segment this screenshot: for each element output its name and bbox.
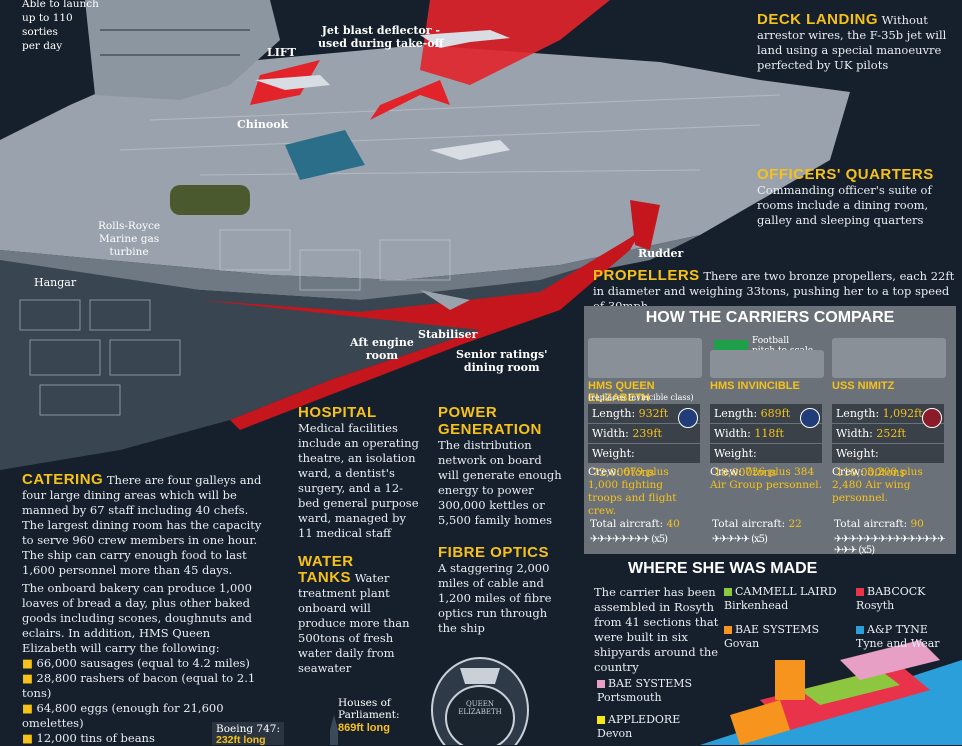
stabiliser-label: Stabiliser (418, 328, 478, 341)
length-cell: Length: 932ft (588, 404, 700, 423)
weight-cell: Weight: 72,000tons (588, 444, 700, 479)
compare-col-invincible: HMS INVINCIBLE Length: 689ft Width: 118f… (708, 338, 826, 552)
catering-item: ■ 28,800 rashers of bacon (equal to 2.1 … (22, 671, 256, 700)
us-flag-icon (922, 408, 942, 428)
weight-cell: Weight: 18,000tons (710, 444, 822, 479)
water-heading: WATER TANKS (298, 553, 354, 586)
made-text: The carrier has been assembled in Rosyth… (594, 585, 719, 674)
aircraft-count: Total aircraft: 90 (834, 518, 924, 530)
fibre-block: FIBRE OPTICS A staggering 2,000 miles of… (438, 544, 563, 636)
sorties-line-3: sorties (22, 26, 58, 38)
sorties-line-4: per day (22, 40, 63, 52)
length-cell: Length: 689ft (710, 404, 822, 423)
crest-text: QUEEN ELIZABETH (458, 700, 502, 716)
power-heading: POWER GENERATION (438, 404, 542, 438)
aircraft-count: Total aircraft: 40 (590, 518, 680, 530)
width-cell: Width: 118ft (710, 424, 822, 443)
power-text: The distribution network on board will g… (438, 438, 562, 527)
fibre-heading: FIBRE OPTICS (438, 544, 550, 561)
island-superstructure (85, 0, 280, 100)
carriers-compare-panel: HOW THE CARRIERS COMPARE Football pitch … (584, 306, 956, 556)
uk-flag-icon (678, 408, 698, 428)
aircraft-icons: ✈✈✈✈✈✈✈✈✈✈✈✈✈✈✈✈✈✈ (x5) (834, 534, 946, 556)
crew-text: Crew: 679 plus 1,000 fighting troops and… (588, 466, 677, 517)
sorties-line-2: up to 110 (22, 12, 73, 24)
landing-arrow (370, 80, 450, 120)
ship-plan-icon (588, 338, 702, 378)
officers-block: OFFICERS' QUARTERS Commanding officer's … (757, 166, 957, 228)
ship-sub: (replaces Invincible class) (588, 393, 694, 402)
jet-blast-deflector (285, 130, 365, 180)
hospital-text: Medical facilities include an operating … (298, 421, 419, 540)
catering-heading: CATERING (22, 471, 104, 488)
crest-emblem (431, 657, 529, 745)
catering-item: ■ 12,000 tins of beans (22, 731, 155, 745)
takeoff-arrow (420, 0, 610, 85)
boeing-box: Boeing 747: 232ft long (212, 722, 284, 746)
catering-block: CATERING There are four galleys and four… (22, 472, 267, 746)
weight-cell: Weight: 110,000tons (832, 444, 944, 479)
deck-landing-block: DECK LANDING Without arrestor wires, the… (757, 12, 957, 73)
catering-item: ■ 66,000 sausages (equal to 4.2 miles) (22, 656, 250, 670)
length-cell: Length: 1,092ft (832, 404, 944, 423)
aircraft-icons: ✈✈✈✈✈ (x5) (712, 534, 768, 545)
uk-flag-icon (800, 408, 820, 428)
fibre-text: A staggering 2,000 miles of cable and 1,… (438, 561, 552, 635)
compare-col-nimitz: USS NIMITZ Length: 1,092ft Width: 252ft … (830, 338, 948, 556)
aircraft-count: Total aircraft: 22 (712, 518, 802, 530)
sorties-line-1: Able to launch (22, 0, 99, 10)
chinook-icon (170, 185, 250, 215)
aft-engine-label: Aft engine room (350, 336, 414, 362)
rolls-royce-label: Rolls-Royce Marine gas turbine (98, 220, 161, 258)
compare-title: HOW THE CARRIERS COMPARE (645, 309, 895, 326)
parliament-length: 869ft long (338, 722, 390, 734)
parliament-label: Houses of Parliament: (338, 697, 400, 721)
hospital-block: HOSPITAL Medical facilities include an o… (298, 404, 423, 541)
rudder-label: Rudder (638, 247, 684, 260)
ship-name: USS NIMITZ (832, 380, 895, 392)
ship-name: HMS QUEEN ELIZABETH (588, 380, 655, 404)
crew-text: Crew: 3,200 plus 2,480 Air wing personne… (832, 466, 923, 504)
crew-text: Crew: 726 plus 384 Air Group personnel. (710, 466, 822, 491)
catering-p1: There are four galleys and four large di… (22, 473, 262, 577)
officers-heading: OFFICERS' QUARTERS (757, 166, 934, 183)
ship-plan-icon (710, 350, 824, 378)
hull-interior (0, 230, 640, 470)
rudder-shape (630, 200, 660, 250)
propellers-heading: PROPELLERS (593, 267, 700, 284)
jet-blast-label: Jet blast deflector - used during take-o… (318, 24, 444, 50)
compare-col-queen-elizabeth: HMS QUEEN ELIZABETH (replaces Invincible… (586, 338, 704, 552)
catering-p2: The onboard bakery can produce 1,000 loa… (22, 581, 252, 655)
water-text: Water treatment plant onboard will produ… (298, 571, 410, 675)
senior-ratings-label: Senior ratings' dining room (456, 348, 548, 374)
width-cell: Width: 239ft (588, 424, 700, 443)
officers-text: Commanding officer's suite of rooms incl… (757, 183, 932, 227)
catering-item: ■ 64,800 eggs (enough for 21,600 omelett… (22, 701, 224, 730)
made-heading: WHERE SHE WAS MADE (628, 560, 818, 577)
aircraft-icons: ✈✈✈✈✈✈✈✈ (x5) (590, 534, 668, 545)
deck-landing-text: Without arrestor wires, the F-35b jet wi… (757, 13, 947, 72)
ship-name: HMS INVINCIBLE (710, 380, 800, 392)
sorties-note: Able to launch up to 110 sorties per day (22, 0, 99, 53)
ship-plan-icon (832, 338, 946, 378)
lift-label: LIFT (267, 46, 296, 59)
hangar-label: Hangar (34, 276, 77, 289)
chinook-label: Chinook (237, 118, 289, 131)
width-cell: Width: 252ft (832, 424, 944, 443)
power-block: POWER GENERATION The distribution networ… (438, 404, 563, 528)
deck-landing-heading: DECK LANDING (757, 11, 878, 28)
water-block: WATER TANKS Water treatment plant onboar… (298, 554, 410, 676)
ship-sections-model (700, 640, 962, 745)
hospital-heading: HOSPITAL (298, 404, 377, 421)
